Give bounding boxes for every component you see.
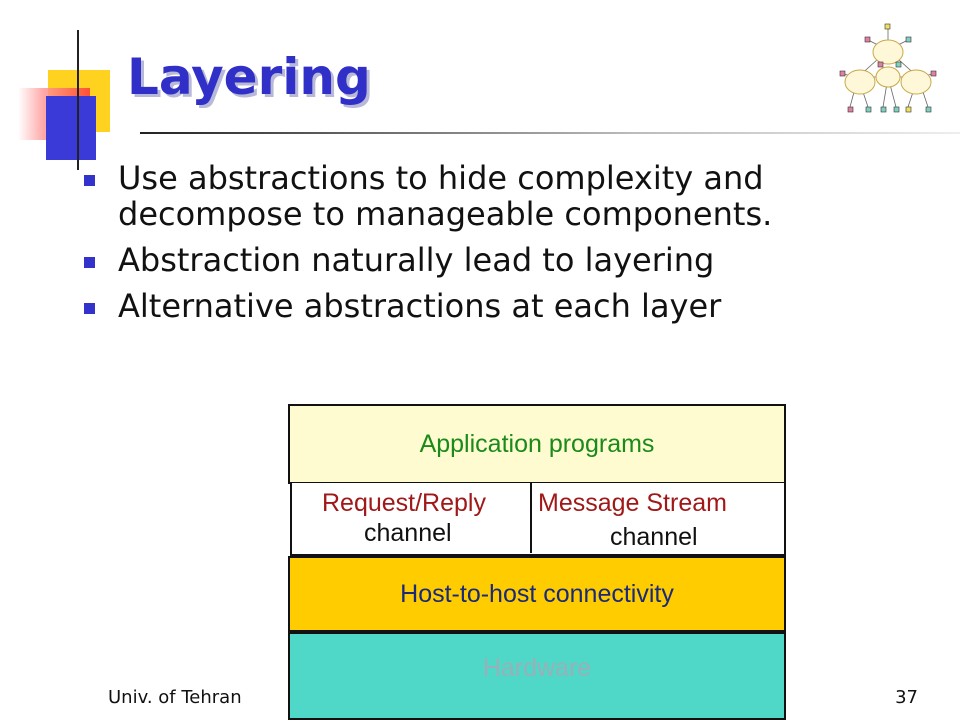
message-stream-sub: channel [610,523,698,551]
bullet-text: Use abstractions to hide complexity and … [118,159,773,233]
square-bullet-icon [84,175,95,186]
bullet-text: Alternative abstractions at each layer [118,287,722,325]
decor-vertical-rule [77,30,79,170]
network-cloud-icon [839,23,937,113]
host-layer-label: Host-to-host connectivity [400,580,674,608]
application-layer: Application programs [288,404,786,484]
footer-institution: Univ. of Tehran [108,687,242,708]
hardware-layer-label: Hardware [482,654,592,682]
page-number: 37 [895,687,918,708]
bullet-item: Abstraction naturally lead to layering [84,242,884,278]
square-bullet-icon [84,303,95,314]
host-layer: Host-to-host connectivity [288,556,786,632]
slide-title: Layering [127,48,371,106]
bullet-list: Use abstractions to hide complexity and … [84,160,884,334]
hardware-layer: Hardware [288,632,786,720]
request-reply-title: Request/Reply [322,489,486,517]
title-underline [140,132,960,134]
bullet-item: Use abstractions to hide complexity and … [84,160,884,232]
decor-blue-square [46,96,96,160]
bullet-text: Abstraction naturally lead to layering [118,241,715,279]
application-layer-label: Application programs [419,430,655,458]
request-reply-sub: channel [364,519,452,547]
square-bullet-icon [84,257,95,268]
channel-layer: Request/Reply channel Message Stream cha… [290,483,786,556]
bullet-item: Alternative abstractions at each layer [84,288,884,324]
channel-divider [530,483,532,553]
message-stream-title: Message Stream [538,489,727,517]
